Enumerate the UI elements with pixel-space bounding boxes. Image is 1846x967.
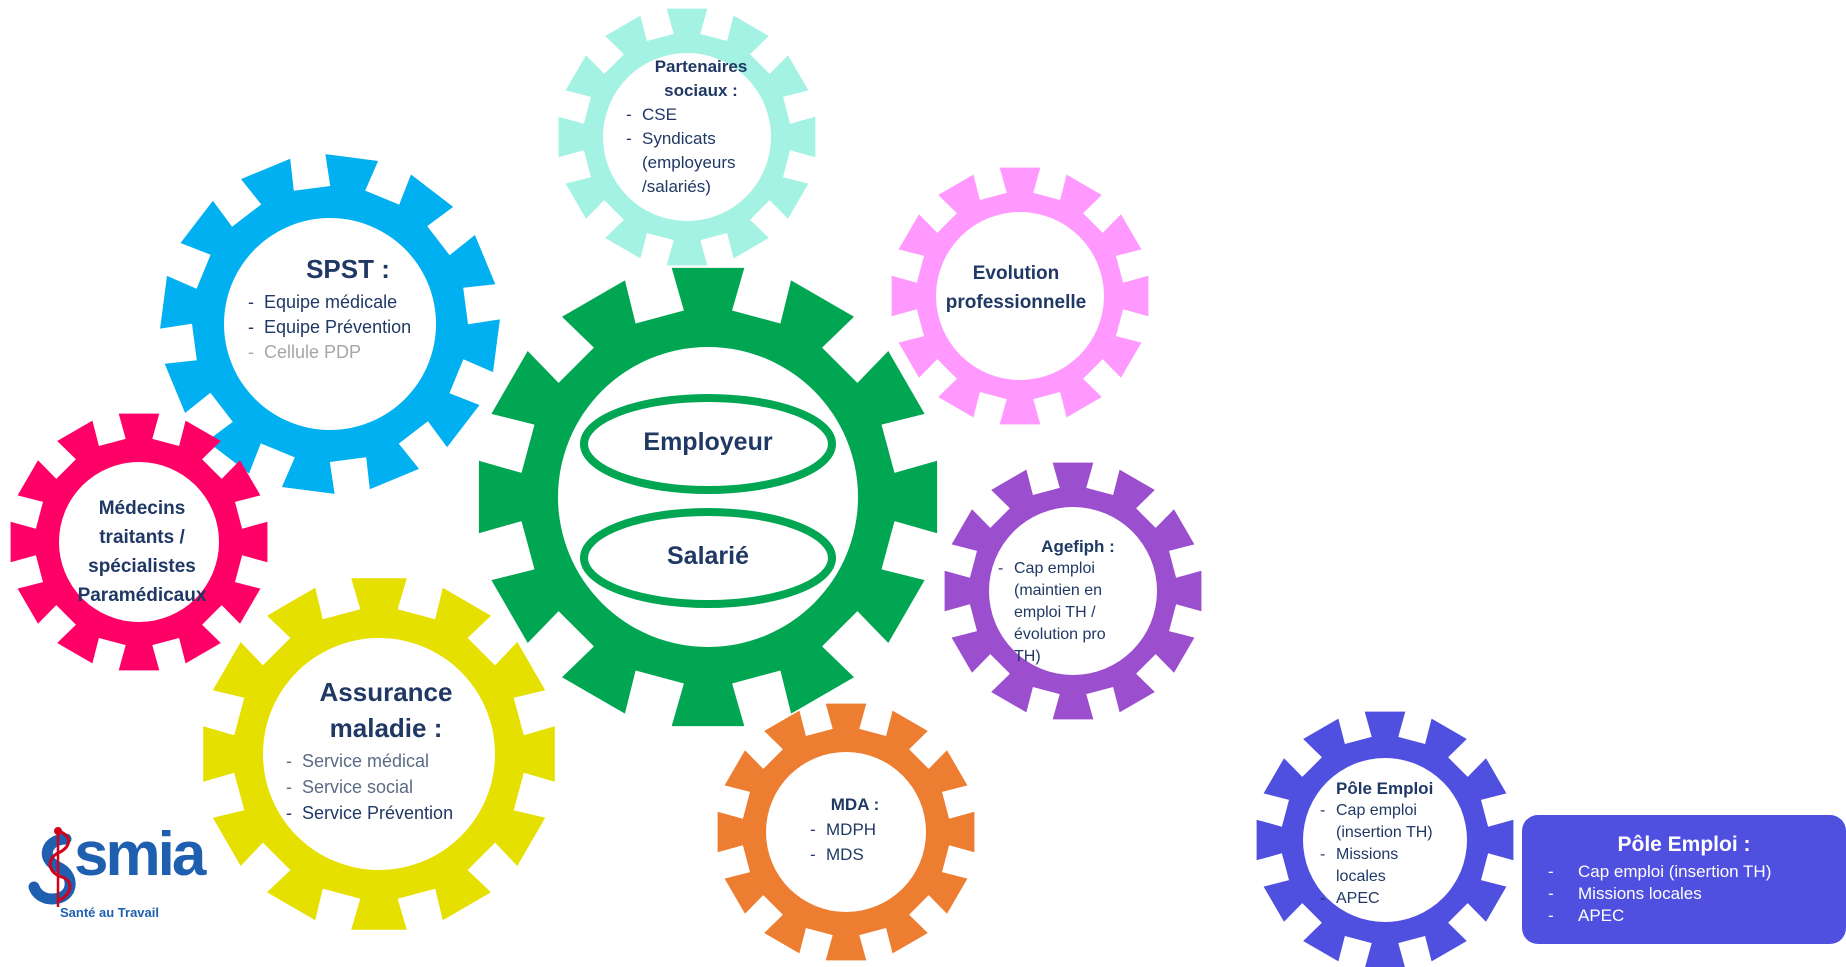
employeur-ring [580, 394, 836, 494]
assurance-item: Service Prévention [286, 800, 486, 826]
mda-item: MDS [810, 842, 900, 867]
medecins-line: Paramédicaux [77, 585, 207, 606]
assurance-title-2: maladie : [329, 713, 443, 743]
pole-gear-title: Pôle Emploi [1336, 779, 1434, 798]
pole-gear-item-cont: (insertion TH) [1336, 824, 1433, 841]
gear-medecins-hub [59, 462, 219, 622]
agefiph-item-cont: (maintien en [1014, 582, 1103, 599]
evolution-label: Evolution professionnelle [936, 259, 1096, 317]
partenaires-item: CSE [626, 103, 776, 127]
mda-label: MDA : MDPH MDS [810, 792, 900, 867]
gear-evolution-hub [936, 212, 1104, 380]
employeur-ring-inner [592, 404, 824, 484]
spst-item: Equipe Prévention [248, 315, 448, 340]
pole-gear-item: APEC [1320, 888, 1460, 910]
smia-logo: smia Santé au Travail [28, 820, 206, 925]
assurance-label: Assurance maladie : Service médical Serv… [286, 674, 486, 826]
smia-logo-mark [28, 827, 76, 907]
partenaires-item: Syndicats [626, 127, 776, 151]
pole-gear-item-cont: locales [1336, 868, 1386, 885]
evolution-line2: professionnelle [945, 292, 1087, 313]
pole-gear-item: Cap emploi [1320, 800, 1460, 822]
pole-box-title: Pôle Emploi : [1617, 833, 1751, 856]
assurance-title: Assurance [319, 677, 453, 707]
assurance-item: Service médical [286, 748, 486, 774]
gear-agefiph-hub [989, 507, 1157, 675]
medecins-line: Médecins [98, 498, 186, 519]
logo-word: smia [74, 820, 206, 889]
employeur-label: Employeur [643, 428, 773, 456]
salarie-ring [580, 508, 836, 608]
partenaires-label: Partenaires sociaux : CSE Syndicats (emp… [626, 55, 776, 199]
medecins-label: Médecins traitants / spécialistes Paramé… [62, 494, 222, 610]
evolution-line1: Evolution [972, 263, 1060, 284]
partenaires-title: Partenaires [654, 57, 748, 76]
gear-employeur [478, 267, 938, 727]
agefiph-label: Agefiph : Cap emploi (maintien en emploi… [998, 536, 1138, 668]
spst-item: Cellule PDP [248, 340, 448, 365]
gear-employeur-hub [558, 347, 858, 647]
pole-box-item: Cap emploi (insertion TH) [1548, 861, 1846, 883]
partenaires-title-2: sociaux : [664, 81, 738, 100]
agefiph-item-cont: TH) [1014, 648, 1041, 665]
spst-item: Equipe médicale [248, 290, 448, 315]
gear-pole-hub [1303, 758, 1467, 922]
pole-gear-label: Pôle Emploi Cap emploi (insertion TH) Mi… [1320, 778, 1460, 910]
spst-label: SPST : Equipe médicale Equipe Prévention… [248, 252, 448, 365]
assurance-item: Service social [286, 774, 486, 800]
medecins-line: traitants / [99, 527, 185, 548]
pole-box-item: APEC [1548, 905, 1846, 927]
agefiph-item: Cap emploi [998, 558, 1138, 580]
gear-medecins [10, 413, 268, 671]
agefiph-item-cont: emploi TH / [1014, 604, 1096, 621]
pole-emploi-box: Pôle Emploi : Cap emploi (insertion TH) … [1522, 815, 1846, 944]
spst-title: SPST : [306, 254, 390, 284]
mda-item: MDPH [810, 817, 900, 842]
agefiph-item-cont: évolution pro [1014, 626, 1106, 643]
medecins-line: spécialistes [88, 556, 196, 577]
partenaires-item-cont: (employeurs [642, 153, 736, 172]
gear-evolution [891, 167, 1149, 425]
agefiph-title: Agefiph : [1041, 537, 1115, 556]
salarie-ring-inner [592, 518, 824, 598]
partenaires-item-cont: /salariés) [642, 177, 711, 196]
salarie-label: Salarié [666, 542, 749, 570]
mda-title: MDA : [830, 795, 880, 814]
logo-tagline: Santé au Travail [60, 905, 159, 920]
gear-agefiph [944, 462, 1202, 720]
pole-gear-item: Missions [1320, 844, 1460, 866]
pole-box-item: Missions locales [1548, 883, 1846, 905]
